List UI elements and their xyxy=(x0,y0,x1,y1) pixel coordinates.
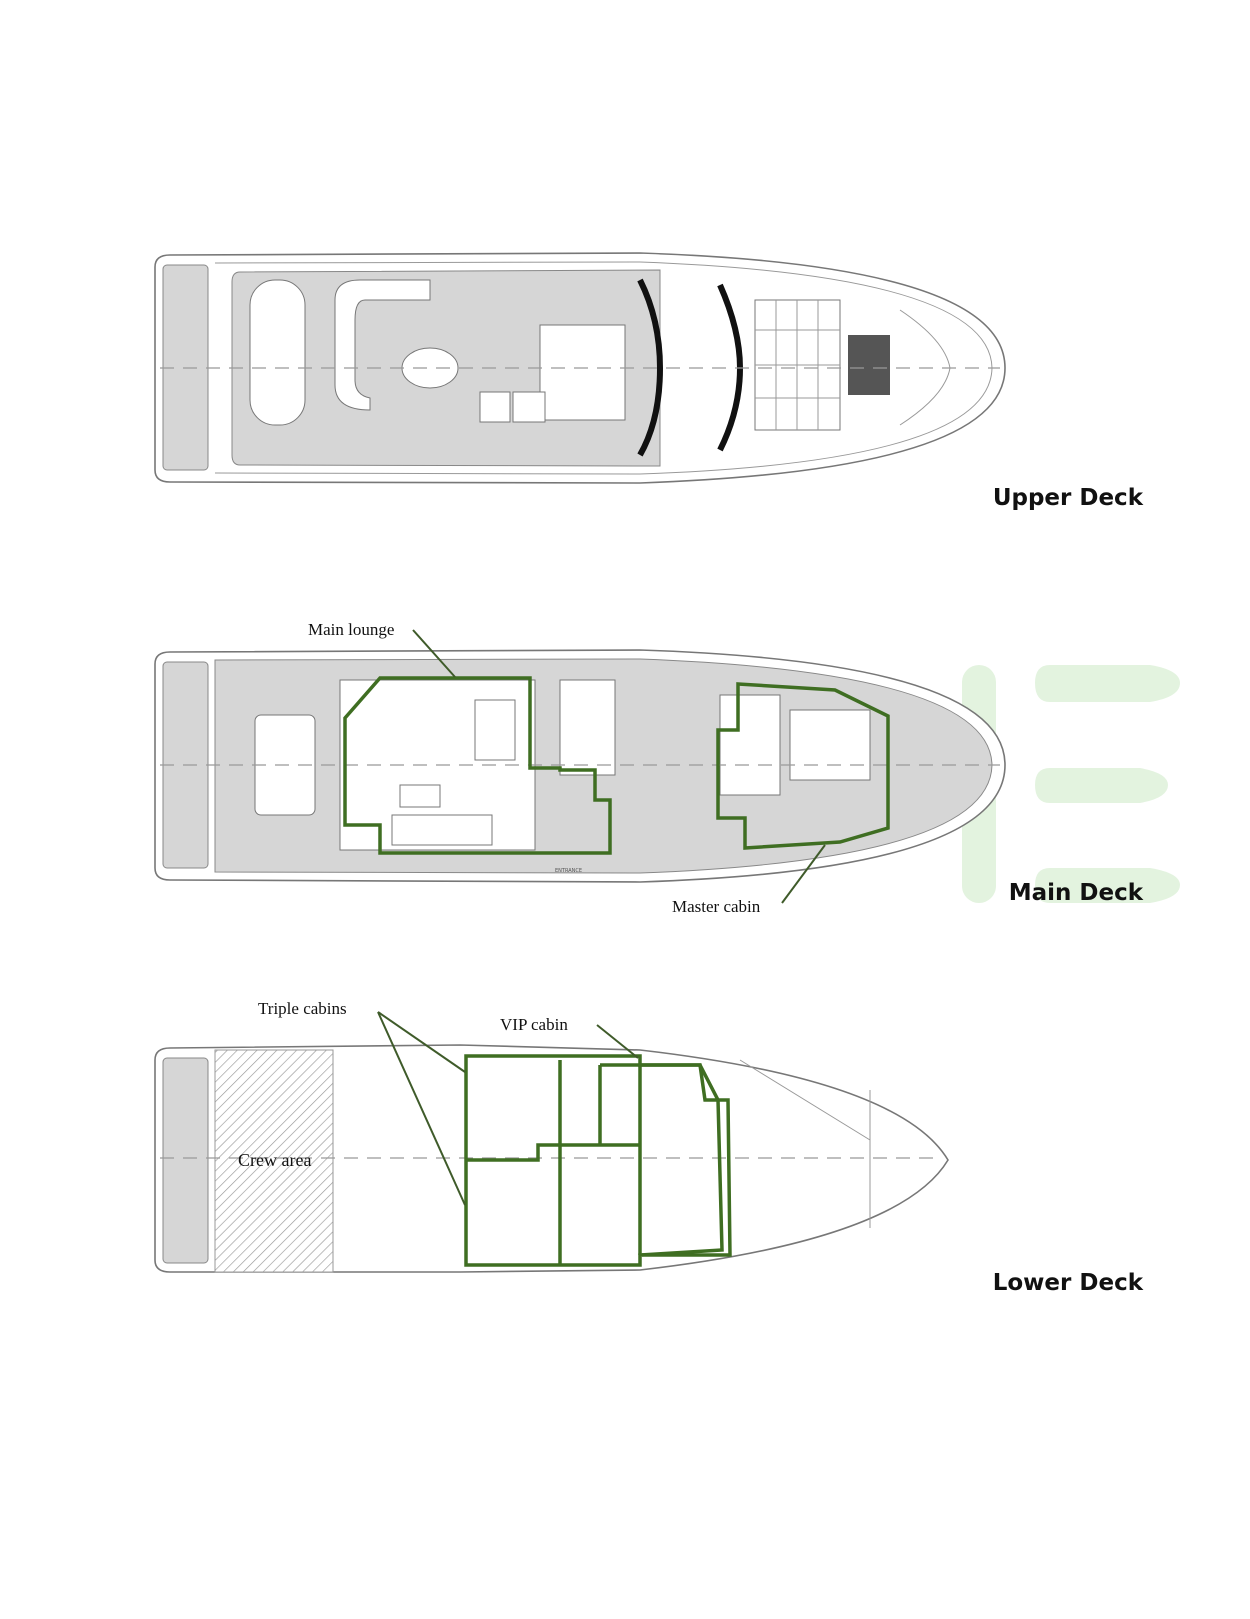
lower-deck-title: Lower Deck xyxy=(993,1270,1144,1296)
sofa xyxy=(334,279,431,411)
hatch xyxy=(848,335,890,395)
triple-cabins-arrow-upper xyxy=(377,1011,466,1073)
crew-area-label: Crew area xyxy=(238,1150,311,1170)
cabin-dividers xyxy=(466,1060,642,1265)
vip-cabin-arrow xyxy=(596,1024,639,1059)
tender xyxy=(249,279,306,426)
dining-table xyxy=(474,699,516,761)
triple-cabins-callout: Triple cabins xyxy=(258,999,347,1018)
stairs xyxy=(479,391,511,423)
galley xyxy=(559,679,616,776)
main-lounge-callout: Main lounge xyxy=(308,620,394,639)
master-cabin-outline xyxy=(716,682,890,850)
main-deck-plan: ENTRANCE xyxy=(154,649,1006,883)
upper-deck-title: Upper Deck xyxy=(993,485,1144,511)
upper-deck-plan xyxy=(154,252,1006,484)
vip-cabin-outline xyxy=(600,1063,732,1257)
vip-cabin-callout: VIP cabin xyxy=(500,1015,568,1034)
bar xyxy=(512,391,546,423)
settee xyxy=(391,814,493,846)
guest-cabins-outline xyxy=(464,1054,724,1267)
main-lounge-outline xyxy=(343,676,612,855)
lower-deck-plan xyxy=(154,1044,949,1273)
master-bath xyxy=(789,709,871,781)
crew-area-zone xyxy=(214,1049,334,1273)
entrance-label: ENTRANCE xyxy=(555,868,582,874)
triple-cabins-arrow-lower xyxy=(377,1011,466,1206)
sunbed xyxy=(539,324,626,421)
coffee-table xyxy=(399,784,441,808)
main-deck-title: Main Deck xyxy=(1009,880,1144,906)
master-cabin-arrow xyxy=(781,844,826,904)
master-cabin-callout: Master cabin xyxy=(672,897,761,916)
main-lounge-arrow xyxy=(412,629,456,678)
master-bed xyxy=(719,694,781,796)
